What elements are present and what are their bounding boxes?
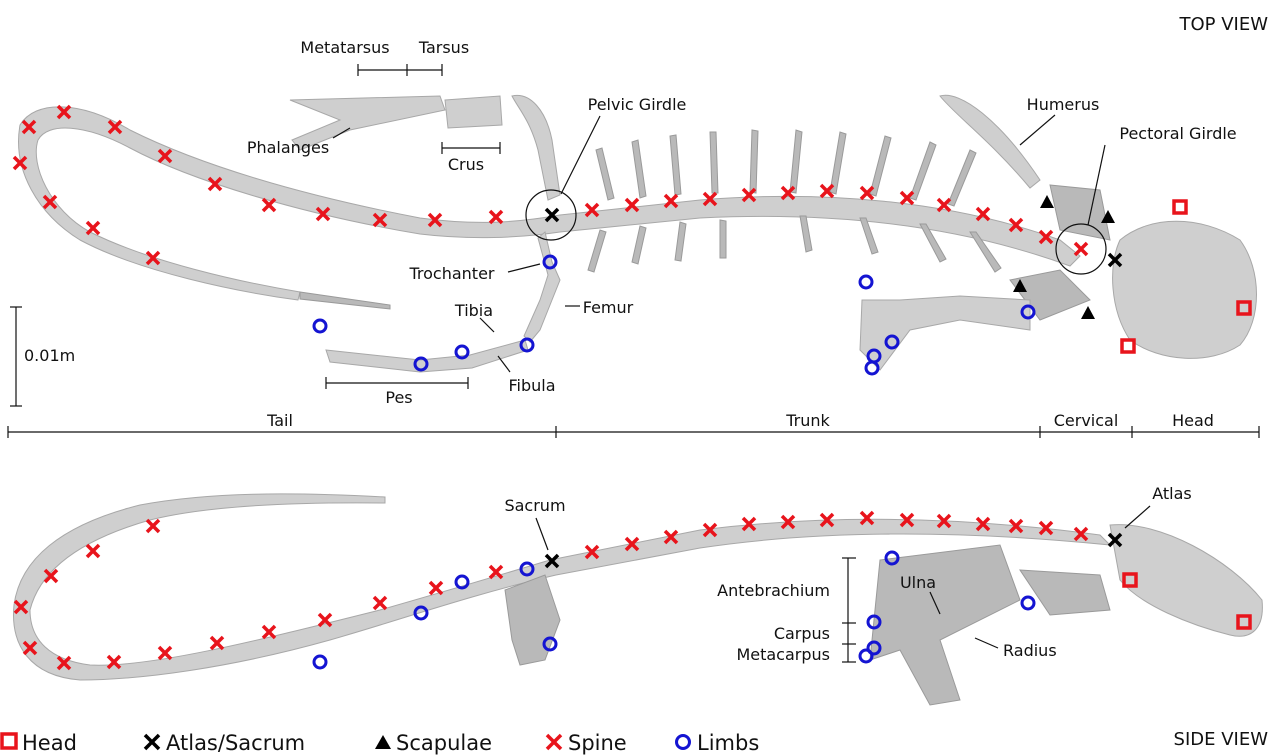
legend-spine-label: Spine [568, 731, 627, 755]
label-fibula: Fibula [508, 376, 555, 395]
scapula-marker [1040, 195, 1054, 208]
label-phalanges: Phalanges [247, 138, 329, 157]
label-atlas: Atlas [1152, 484, 1192, 503]
spine-marker [490, 211, 502, 223]
limb-marker [1022, 597, 1034, 609]
label-metatarsus: Metatarsus [300, 38, 389, 57]
limb-marker [860, 276, 872, 288]
limb-marker [314, 320, 326, 332]
region-head: Head [1172, 411, 1214, 430]
head-marker [1174, 201, 1186, 213]
legend-limbs-marker [677, 736, 690, 749]
label-crus: Crus [448, 155, 484, 174]
legend-limbs-label: Limbs [697, 731, 759, 755]
spine-marker [211, 637, 223, 649]
label-carpus: Carpus [774, 624, 830, 643]
spine-marker [430, 582, 442, 594]
label-tarsus: Tarsus [418, 38, 469, 57]
scale-bar-label: 0.01m [24, 346, 75, 365]
top-view-label: TOP VIEW [1178, 14, 1268, 35]
label-ulna: Ulna [900, 573, 936, 592]
limb-marker [866, 362, 878, 374]
legend-atlas-sacrum-marker [145, 735, 159, 749]
spine-marker [147, 520, 159, 532]
side-view-label: SIDE VIEW [1174, 729, 1269, 750]
label-pelvic-girdle: Pelvic Girdle [588, 95, 687, 114]
spine-marker [374, 597, 386, 609]
legend: Head Atlas/Sacrum Scapulae Spine Limbs [2, 731, 759, 755]
label-pectoral-girdle: Pectoral Girdle [1119, 124, 1236, 143]
label-trochanter: Trochanter [408, 264, 494, 283]
legend-head-label: Head [22, 731, 77, 755]
legend-scapulae-marker [375, 735, 391, 749]
region-tail: Tail [266, 411, 293, 430]
spine-marker [1075, 243, 1087, 255]
legend-spine-marker [547, 735, 561, 749]
region-cervical: Cervical [1054, 411, 1119, 430]
label-tibia: Tibia [454, 301, 493, 320]
legend-head-marker [2, 734, 16, 748]
side-skeleton [14, 494, 1263, 705]
legend-scapulae-label: Scapulae [396, 731, 492, 755]
top-skeleton [19, 95, 1257, 372]
label-sacrum: Sacrum [504, 496, 565, 515]
region-trunk: Trunk [785, 411, 830, 430]
label-femur: Femur [583, 298, 634, 317]
label-antebrachium: Antebrachium [717, 581, 830, 600]
label-pes: Pes [385, 388, 412, 407]
limb-marker [314, 656, 326, 668]
spine-marker [87, 222, 99, 234]
label-radius: Radius [1003, 641, 1057, 660]
label-humerus: Humerus [1027, 95, 1100, 114]
label-metacarpus: Metacarpus [736, 645, 830, 664]
spine-marker [263, 626, 275, 638]
spine-marker [87, 545, 99, 557]
scapula-marker [1081, 306, 1095, 319]
legend-atlas-sacrum-label: Atlas/Sacrum [166, 731, 305, 755]
spine-marker [159, 647, 171, 659]
